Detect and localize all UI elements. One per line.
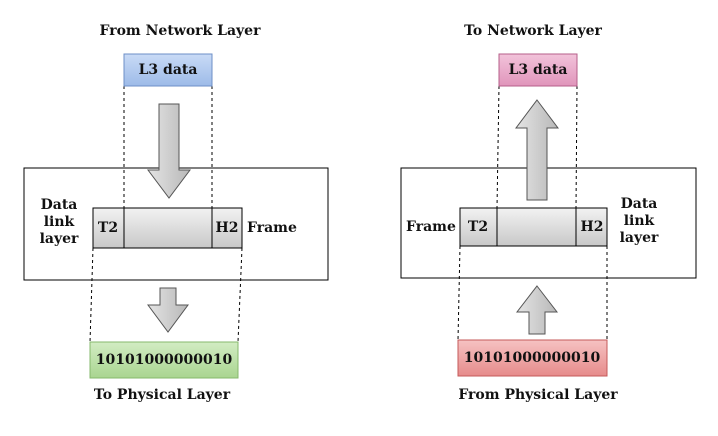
- right-up-arrow-small: [515, 285, 559, 335]
- left-side-line-1: Data: [40, 197, 78, 213]
- right-top-label: To Network Layer: [464, 23, 602, 39]
- right-bits-box: [457, 339, 608, 377]
- left-top-label: From Network Layer: [99, 23, 261, 39]
- right-dashed-line-2: [575, 85, 578, 209]
- right-l3-label: L3 data: [508, 62, 568, 78]
- left-bits-box: [89, 341, 239, 379]
- right-frame-label: Frame: [406, 219, 456, 235]
- left-bottom-label: To Physical Layer: [93, 387, 231, 403]
- left-down-arrow-small: [147, 287, 189, 333]
- right-l3-box: [498, 53, 578, 87]
- right-dashed-line-3: [457, 245, 461, 341]
- right-data-link-layer-label: Data link layer: [614, 196, 664, 247]
- left-side-line-2: link: [43, 214, 75, 230]
- left-l3-box: [123, 53, 213, 87]
- left-side-line-3: layer: [39, 231, 79, 247]
- right-side-line-2: link: [623, 213, 655, 229]
- right-bottom-label: From Physical Layer: [458, 387, 618, 403]
- left-bits-label: 10101000000010: [95, 352, 233, 368]
- left-data-link-layer-label: Data link layer: [34, 197, 84, 248]
- right-side-line-3: layer: [619, 230, 659, 246]
- left-trailer-label: T2: [97, 220, 119, 236]
- left-dashed-line-3: [89, 247, 94, 343]
- right-trailer-label: T2: [467, 219, 489, 235]
- left-dashed-line-4: [237, 247, 243, 343]
- left-frame-label: Frame: [247, 220, 297, 236]
- right-frame-box: [459, 207, 608, 247]
- left-frame-box: [92, 207, 243, 249]
- right-up-arrow-large: [515, 99, 559, 201]
- right-bits-label: 10101000000010: [463, 350, 601, 366]
- left-header-label: H2: [215, 220, 239, 236]
- left-down-arrow-large: [147, 103, 191, 199]
- left-l3-label: L3 data: [138, 62, 198, 78]
- right-side-line-1: Data: [620, 196, 658, 212]
- right-dashed-line-1: [496, 85, 500, 209]
- right-header-label: H2: [580, 219, 604, 235]
